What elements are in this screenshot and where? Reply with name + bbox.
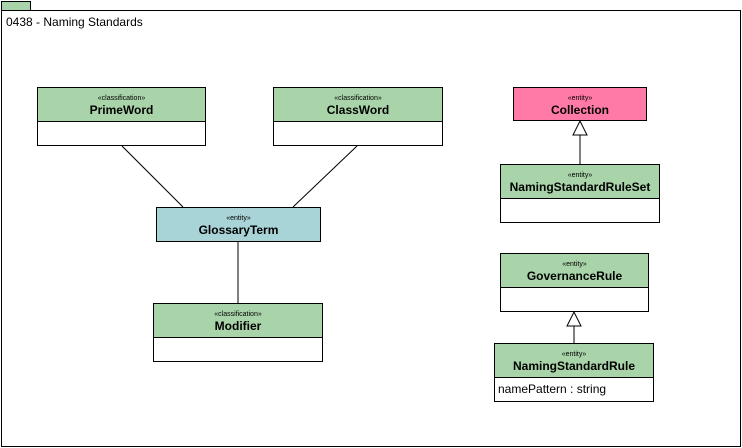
- class-governancerule-name: GovernanceRule: [527, 269, 623, 283]
- class-modifier[interactable]: «classification» Modifier: [153, 303, 323, 362]
- class-modifier-name: Modifier: [215, 319, 262, 333]
- class-collection-name: Collection: [551, 103, 609, 117]
- class-classword-stereotype: «classification»: [334, 95, 382, 102]
- class-primeword-name: PrimeWord: [90, 103, 154, 117]
- class-classword-header: [273, 87, 443, 122]
- class-modifier-stereotype: «classification»: [214, 311, 262, 318]
- class-classword-name: ClassWord: [327, 103, 389, 117]
- class-primeword-stereotype: «classification»: [98, 95, 146, 102]
- package-title: 0438 - Naming Standards: [6, 15, 143, 29]
- connectors: [121, 119, 588, 343]
- class-governancerule-body: [500, 287, 649, 312]
- class-namingstandardrule-body: [494, 377, 654, 402]
- class-glossaryterm[interactable]: «entity» GlossaryTerm: [156, 207, 321, 242]
- class-modifier-body: [153, 337, 323, 362]
- class-classword-body: [273, 121, 443, 146]
- class-glossaryterm-stereotype: «entity»: [226, 215, 251, 222]
- class-namingstandardruleset-name: NamingStandardRuleSet: [510, 180, 651, 194]
- class-collection-header: [513, 87, 647, 121]
- generalization-arrow-governancerule: [566, 310, 582, 327]
- class-namingstandardrule-name: NamingStandardRule: [513, 359, 635, 373]
- class-namingstandardruleset-header: [500, 164, 660, 199]
- generalization-arrow-collection: [572, 119, 588, 136]
- class-primeword[interactable]: «classification» PrimeWord: [37, 87, 206, 146]
- class-namingstandardruleset-body: [500, 198, 660, 223]
- association-primeword-glossaryterm: [121, 145, 184, 208]
- association-classword-glossaryterm: [292, 145, 358, 208]
- class-governancerule-stereotype: «entity»: [562, 261, 587, 268]
- class-primeword-body: [37, 121, 206, 146]
- class-governancerule-header: [500, 253, 649, 288]
- package-tab: [1, 1, 31, 11]
- class-namingstandardrule-header: [494, 343, 654, 378]
- class-collection[interactable]: «entity» Collection: [513, 87, 647, 121]
- class-namingstandardruleset-stereotype: «entity»: [568, 172, 593, 179]
- class-glossaryterm-header: [156, 207, 321, 242]
- class-glossaryterm-name: GlossaryTerm: [199, 223, 279, 237]
- class-namingstandardrule-attribute: namePattern : string: [498, 382, 606, 396]
- class-namingstandardrule[interactable]: «entity» NamingStandardRule namePattern …: [494, 343, 654, 402]
- class-governancerule[interactable]: «entity» GovernanceRule: [500, 253, 649, 312]
- class-primeword-header: [37, 87, 206, 122]
- class-namingstandardruleset[interactable]: «entity» NamingStandardRuleSet: [500, 164, 660, 223]
- class-collection-stereotype: «entity»: [568, 95, 593, 102]
- class-namingstandardrule-stereotype: «entity»: [562, 351, 587, 358]
- class-classword[interactable]: «classification» ClassWord: [273, 87, 443, 146]
